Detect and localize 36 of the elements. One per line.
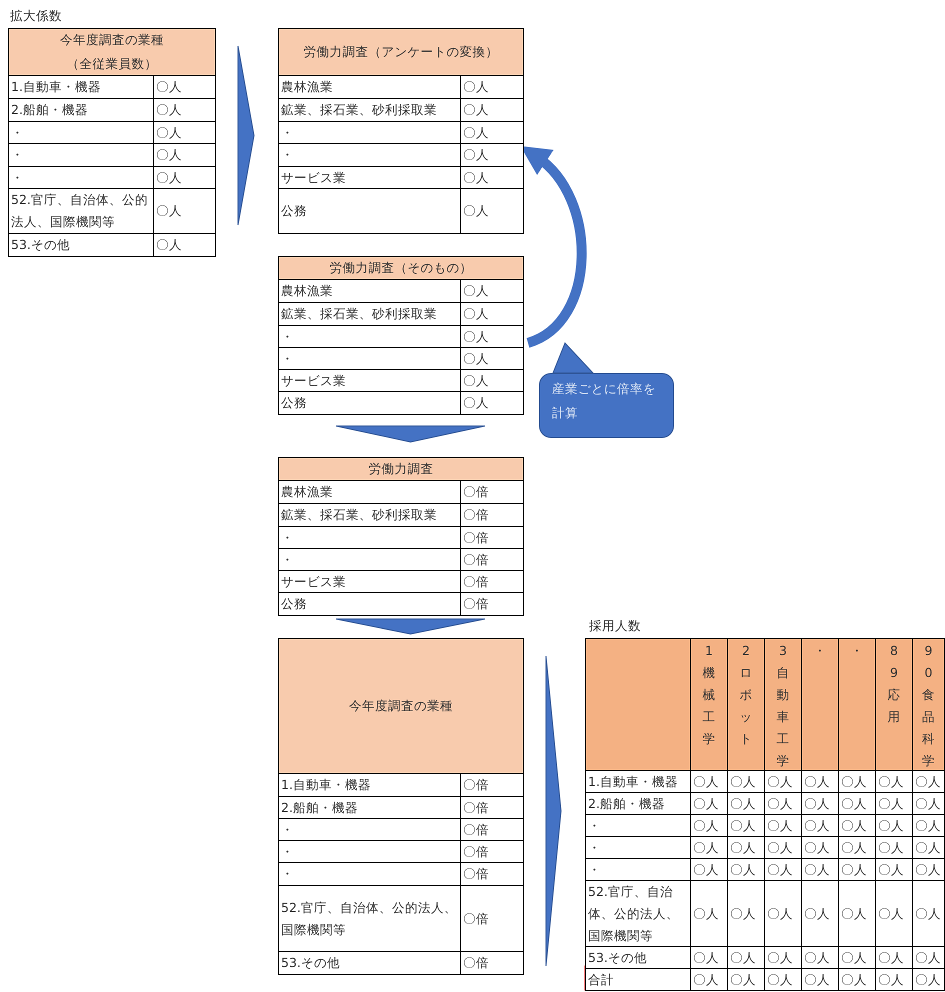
arrow — [546, 656, 562, 966]
table-cell: 公務 — [278, 391, 461, 415]
table-title: 拡大係数 — [10, 8, 62, 25]
header-cell: 1機械工学 — [690, 638, 728, 771]
header-cell: 2ロボット — [727, 638, 765, 771]
header-cell: 90食品科学 — [912, 638, 945, 771]
header-cell: 労働力調査（アンケートの変換） — [278, 28, 524, 76]
data-table — [278, 638, 523, 974]
header-cell: 今年度調査の業種（全従業員数） — [8, 28, 216, 76]
table-title: 採用人数 — [589, 618, 641, 635]
table-cell: 〇人 — [460, 188, 524, 234]
header-cell: ・ — [801, 638, 839, 771]
data-table — [8, 28, 215, 256]
header-cell: 3自動車工学 — [764, 638, 802, 771]
header-cell: ・ — [838, 638, 876, 771]
table-cell: 53.その他 — [278, 951, 461, 975]
header-cell: 89応用 — [875, 638, 913, 771]
table-cell: 公務 — [278, 592, 461, 616]
table-cell: 〇倍 — [460, 592, 524, 616]
header-cell: 労働力調査（そのもの） — [278, 256, 524, 280]
data-table — [278, 457, 523, 615]
data-table — [585, 638, 944, 990]
data-table — [278, 28, 523, 233]
table-cell: 〇人 — [912, 968, 945, 991]
arrow — [336, 618, 486, 635]
header-cell: 今年度調査の業種 — [278, 638, 524, 774]
header-cell: 労働力調査 — [278, 457, 524, 481]
table-cell: 合計 — [585, 968, 691, 991]
table-cell: 53.その他 — [8, 233, 154, 257]
table-cell: 〇人 — [460, 391, 524, 415]
table-cell: 公務 — [278, 188, 461, 234]
table-cell: 〇人 — [153, 233, 216, 257]
data-table — [278, 256, 523, 414]
arrow — [238, 46, 254, 226]
arrow — [336, 426, 486, 443]
table-cell: 〇倍 — [460, 951, 524, 975]
